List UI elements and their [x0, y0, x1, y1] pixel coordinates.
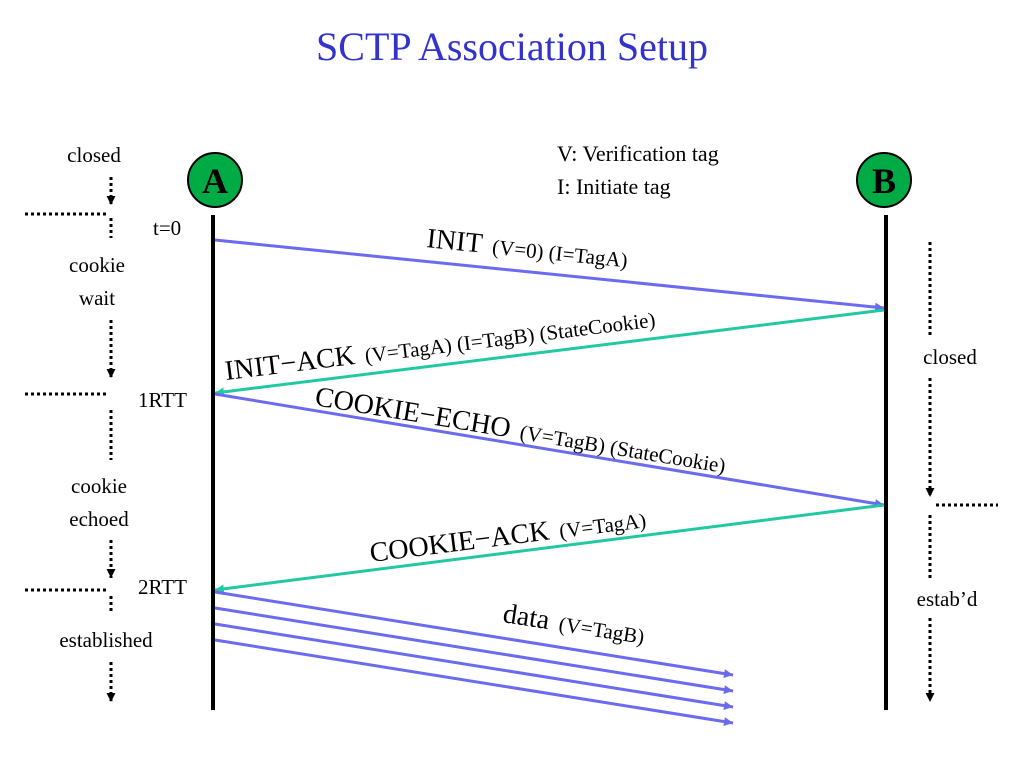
- state-a-cookie-wait-line2: wait: [79, 286, 115, 310]
- time-mark-1rtt: 1RTT: [138, 388, 187, 412]
- node-a-circle: [187, 152, 243, 208]
- arrow-data-2: [214, 606, 734, 695]
- node-a-label: A: [202, 161, 228, 201]
- label-cookie-ack: COOKIE−ACK (V=TagA): [368, 503, 648, 569]
- arrow-data-3: [214, 622, 734, 711]
- legend-initiate-tag: I: Initiate tag: [557, 174, 671, 199]
- label-init: INIT (V=0) (I=TagA): [425, 223, 629, 274]
- state-boundaries-a: [25, 212, 107, 592]
- state-a-closed: closed: [67, 143, 121, 167]
- label-cookie-echo: COOKIE−ECHO (V=TagB) (StateCookie): [313, 381, 728, 480]
- node-b: B: [856, 152, 912, 208]
- page-title: SCTP Association Setup: [316, 24, 708, 69]
- label-init-ack-name: INIT−ACK: [223, 340, 357, 387]
- state-a-cookie-echoed-line2: echoed: [69, 507, 129, 531]
- time-mark-2rtt: 2RTT: [138, 575, 187, 599]
- state-a-cookie-echoed-line1: cookie: [71, 474, 127, 498]
- node-a: A: [187, 152, 243, 208]
- label-init-name: INIT: [425, 223, 484, 259]
- legend-verification-tag: V: Verification tag: [557, 141, 719, 166]
- state-b-closed: closed: [923, 345, 977, 369]
- state-b-established: estab’d: [917, 587, 978, 611]
- arrow-data-1: [214, 590, 734, 679]
- arrow-data-4: [214, 638, 734, 727]
- label-init-params: (V=0) (I=TagA): [491, 235, 629, 273]
- label-data-name: data: [501, 598, 552, 636]
- arrow-cookie-echo: [214, 392, 885, 508]
- time-mark-t0: t=0: [153, 216, 181, 240]
- label-init-ack-params: (V=TagA) (I=TagB) (StateCookie): [363, 308, 656, 368]
- label-data-params: (V=TagB): [557, 612, 646, 649]
- arrow-init-ack: [214, 308, 885, 397]
- label-cookie-echo-name: COOKIE−ECHO: [313, 381, 513, 444]
- state-a-cookie-wait-line1: cookie: [69, 253, 125, 277]
- label-cookie-echo-params: (V=TagB) (StateCookie): [518, 420, 727, 478]
- label-cookie-ack-name: COOKIE−ACK: [368, 516, 551, 569]
- state-a-established: established: [59, 628, 153, 652]
- node-b-circle: [856, 152, 912, 208]
- arrow-init: [214, 238, 885, 312]
- arrow-cookie-ack: [214, 503, 885, 594]
- node-b-label: B: [872, 161, 896, 201]
- label-data: data (V=TagB): [501, 598, 647, 650]
